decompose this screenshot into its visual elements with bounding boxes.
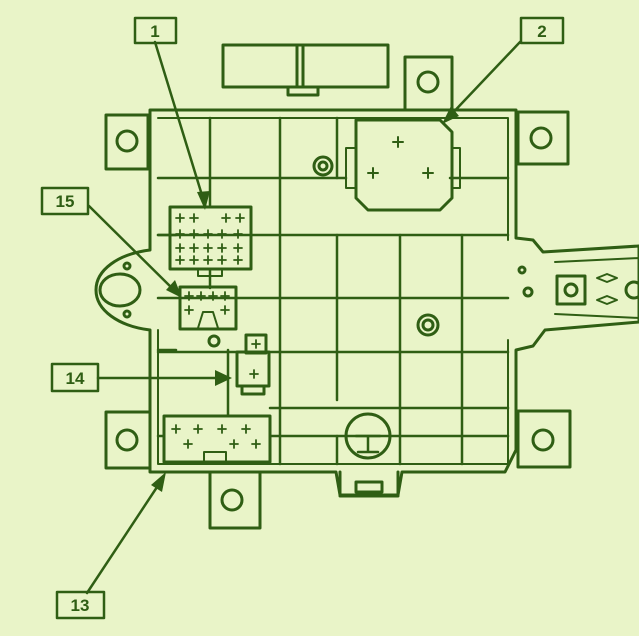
callout-box-13 xyxy=(55,590,106,620)
screw-boss xyxy=(312,155,334,177)
center-screw xyxy=(416,313,440,337)
callout-box-1 xyxy=(133,16,178,45)
small-boss xyxy=(207,334,221,348)
bottom-tab xyxy=(338,470,400,498)
mounting-ear-top-right xyxy=(403,55,454,112)
right-arm xyxy=(517,257,639,319)
panel-grid xyxy=(156,116,510,466)
left-loop xyxy=(98,261,142,319)
top-bracket xyxy=(221,43,390,97)
callout-label-14: 14 xyxy=(66,369,85,388)
connector-14 xyxy=(235,333,271,396)
mounting-ear-right-lower xyxy=(516,409,572,469)
connector-1 xyxy=(168,205,253,277)
leader-lines xyxy=(85,40,522,595)
callout-label-15: 15 xyxy=(56,192,75,211)
panel-outline xyxy=(94,108,639,497)
mounting-ear-bottom-left xyxy=(104,410,152,470)
callout-label-2: 2 xyxy=(537,22,546,41)
callout-box-2 xyxy=(519,16,565,45)
callout-box-15 xyxy=(40,186,90,216)
mounting-ear-bottom xyxy=(208,470,262,530)
callout-label-1: 1 xyxy=(150,22,159,41)
mounting-ear-right-upper xyxy=(516,110,570,166)
connector-15 xyxy=(178,285,238,331)
callout-box-14 xyxy=(50,362,100,393)
connector-13 xyxy=(162,414,272,464)
connector-2 xyxy=(345,118,461,212)
mounting-ear-top-left xyxy=(104,113,150,171)
arrow-heads xyxy=(151,106,459,492)
bottom-socket xyxy=(344,412,392,460)
callout-label-13: 13 xyxy=(71,596,90,615)
